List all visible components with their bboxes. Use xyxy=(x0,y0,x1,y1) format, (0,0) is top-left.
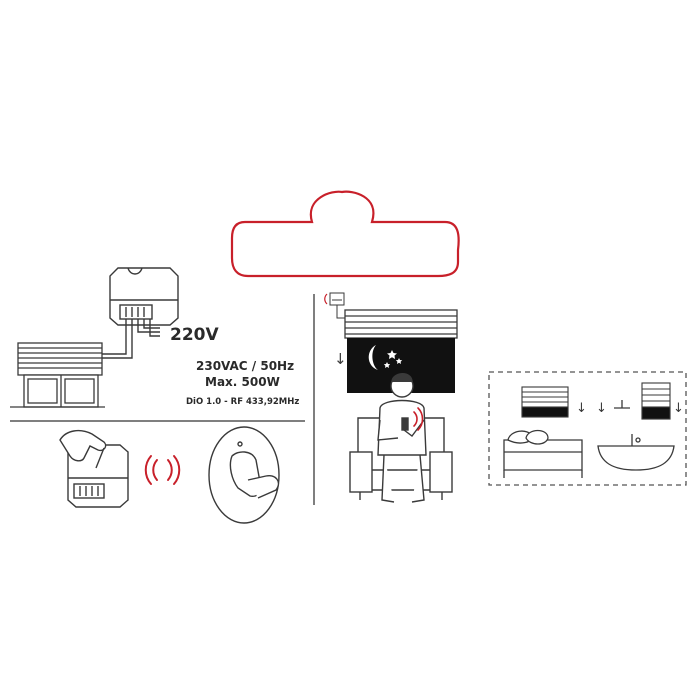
rooms-dashed-box xyxy=(488,371,687,486)
person-radio-waves-icon xyxy=(413,407,424,431)
roller-shutter-box-icon xyxy=(344,309,458,339)
bedroom-down-arrow-icon: ↓ xyxy=(576,401,587,416)
module-pairing-icon xyxy=(59,429,129,508)
voltage-label: 220V xyxy=(170,325,219,345)
down-arrow-icon: ↓ xyxy=(334,350,347,368)
wall-remote-icon xyxy=(208,426,280,524)
radio-waves-icon xyxy=(144,455,181,485)
mini-module-icon xyxy=(329,292,345,306)
spec-protocol: DiO 1.0 - RF 433,92MHz xyxy=(186,397,299,407)
sink-icon xyxy=(597,400,675,471)
bathroom-shutter-icon xyxy=(641,382,671,420)
micro-module-icon xyxy=(109,267,179,326)
mini-wire xyxy=(336,305,348,319)
cloud-outline-icon xyxy=(230,190,460,278)
moon-icon xyxy=(368,345,378,370)
mini-radio-waves-icon xyxy=(324,293,328,305)
bedroom-shutter-icon xyxy=(521,386,569,418)
person-in-armchair-icon xyxy=(349,373,453,503)
spec-power: 230VAC / 50Hz xyxy=(196,359,294,373)
bathroom-down-arrow-icon: ↓ xyxy=(673,401,684,416)
spec-max: Max. 500W xyxy=(205,375,280,389)
bathroom-down-arrow-icon-2: ↓ xyxy=(596,401,607,416)
stars-icon xyxy=(383,350,403,368)
bed-icon xyxy=(503,429,583,478)
roller-shutter-icon xyxy=(10,342,105,408)
wiring xyxy=(100,319,160,359)
